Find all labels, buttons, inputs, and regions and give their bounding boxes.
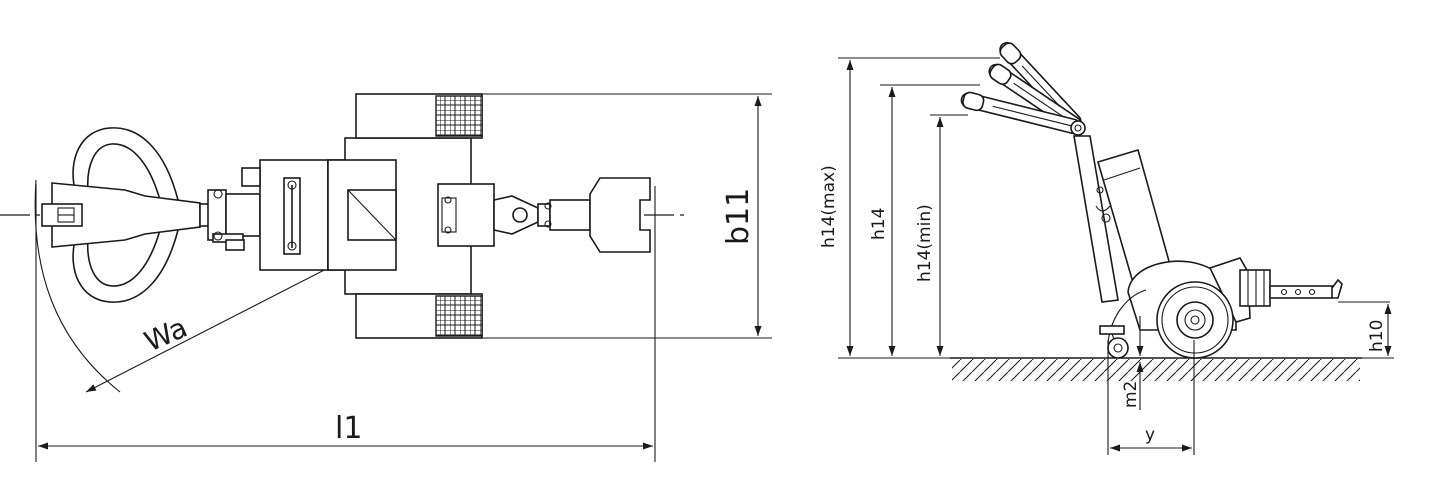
- length-label: l1: [335, 411, 362, 446]
- height-dimensions: [838, 57, 1000, 359]
- coupling-height-label: h10: [1367, 320, 1387, 352]
- dimension-m2-y: [1107, 316, 1195, 455]
- turning-radius-label: Wa: [139, 311, 192, 359]
- wheel-bottom: [355, 293, 483, 339]
- ground-clearance-label: m2: [1121, 381, 1141, 408]
- height-max-label: h14(max): [819, 165, 839, 248]
- coupling-assembly: [437, 177, 651, 253]
- height-label: h14: [869, 208, 889, 240]
- wheel-top: [355, 93, 483, 139]
- dimension-b11: [482, 93, 772, 339]
- top-view: Wa l1 b11: [0, 93, 772, 462]
- dimension-h10: [1362, 304, 1394, 359]
- drive-unit-body: [241, 137, 472, 295]
- side-view: h14(max) h14 h14(min) h10 m2 y: [819, 41, 1394, 455]
- neck-assembly: [207, 189, 261, 251]
- mast: [1073, 135, 1173, 303]
- tiller-positions: [960, 41, 1086, 136]
- height-min-label: h14(min): [915, 204, 935, 282]
- drive-wheel-side: [1156, 281, 1234, 359]
- dimension-l1: [35, 184, 656, 462]
- coupling-side: [1239, 269, 1390, 307]
- tiller-handle-top: [41, 127, 219, 303]
- ground-hatch: [952, 359, 1360, 381]
- turning-radius-arc: [34, 179, 121, 393]
- wheel-offset-label: y: [1145, 425, 1155, 445]
- width-label: b11: [721, 188, 756, 245]
